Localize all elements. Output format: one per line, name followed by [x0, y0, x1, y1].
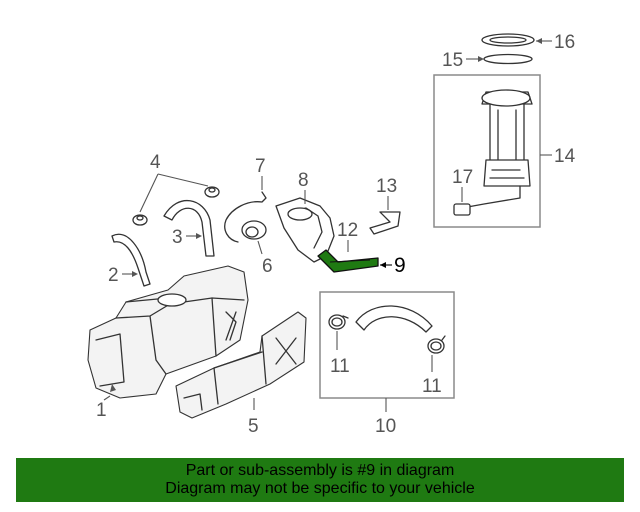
callout-1: 1	[96, 400, 107, 421]
strap-nut-right[interactable]	[204, 186, 220, 198]
vent-tube[interactable]	[369, 211, 401, 235]
callout-14: 14	[554, 146, 576, 167]
strap-nut-left[interactable]	[132, 214, 148, 226]
callout-11-right: 11	[422, 376, 442, 397]
hose-clamp-right[interactable]	[427, 335, 446, 354]
callout-15: 15	[442, 50, 463, 71]
callout-17: 17	[452, 167, 473, 188]
callout-8: 8	[298, 170, 309, 191]
callout-16: 16	[554, 32, 575, 53]
banner-line-2: Diagram may not be specific to your vehi…	[165, 480, 475, 497]
fuel-pump-module-box	[433, 74, 541, 228]
wiring-harness[interactable]	[224, 191, 267, 243]
callout-11-left: 11	[330, 356, 350, 377]
fuel-pump-module[interactable]	[461, 89, 533, 209]
callout-9: 9	[394, 254, 406, 277]
callout-12: 12	[337, 220, 358, 241]
callout-4: 4	[150, 152, 161, 173]
skid-plate[interactable]	[175, 311, 307, 419]
lock-ring[interactable]	[481, 33, 535, 47]
fuel-tank[interactable]	[87, 265, 249, 399]
fuel-filler-cap[interactable]	[241, 220, 267, 240]
hose-clamp-left[interactable]	[328, 314, 349, 330]
fuel-filler-housing[interactable]	[275, 197, 335, 263]
tank-strap-rear[interactable]	[163, 199, 215, 257]
fuel-level-sender[interactable]	[453, 203, 471, 216]
fuel-filler-tube-highlighted[interactable]	[317, 249, 379, 273]
info-banner: Part or sub-assembly is #9 in diagram Di…	[16, 458, 624, 502]
callout-5: 5	[248, 416, 259, 437]
fuel-pump-seal[interactable]	[483, 53, 533, 65]
tank-strap-front[interactable]	[111, 233, 151, 287]
callout-10: 10	[375, 416, 396, 437]
callout-7: 7	[255, 156, 266, 177]
callout-13: 13	[376, 176, 397, 197]
hose-kit-box	[319, 291, 455, 399]
callout-2: 2	[108, 265, 119, 286]
callout-3: 3	[172, 227, 183, 248]
filler-hose[interactable]	[355, 305, 433, 333]
callout-6: 6	[262, 256, 273, 277]
banner-line-1: Part or sub-assembly is #9 in diagram	[185, 462, 455, 479]
